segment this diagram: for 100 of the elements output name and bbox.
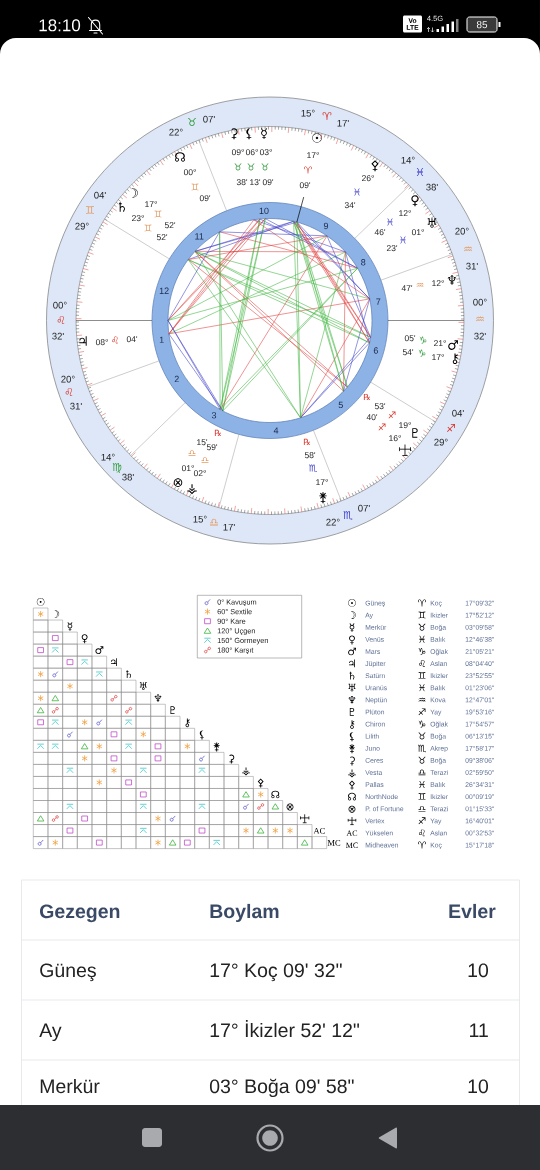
minute-label: 17' [337, 119, 349, 127]
degree-label: 00° [53, 301, 67, 309]
minute-label: 09' [299, 182, 311, 189]
sign-glyph: ♊ [418, 672, 426, 680]
planet-glyph: ☿ [67, 622, 73, 631]
house-number: 8 [361, 259, 366, 266]
longitude-text: 17° İkizler 52' 12" [210, 1020, 359, 1038]
minute-label: 07' [203, 115, 215, 123]
degree-label: 17° [145, 201, 157, 208]
planet-glyph: ☿ [349, 623, 355, 633]
house-number: 9 [323, 222, 329, 230]
sign-glyph: ♎ [418, 805, 426, 812]
minute-label: 04' [452, 409, 464, 417]
point-label: MC [327, 840, 341, 846]
minute-label: 04' [94, 191, 106, 199]
sign-glyph: ♌ [65, 387, 73, 396]
planet-glyph: ⚷ [452, 353, 458, 365]
house-number: 7 [376, 298, 381, 305]
planet-glyph: ⚸ [246, 128, 252, 140]
sign-glyph: ♉ [418, 623, 426, 631]
minute-label: 15' [197, 439, 208, 446]
sign-glyph: ♉ [234, 163, 242, 171]
degree-label: 14° [101, 453, 115, 461]
planet-glyph: ⚳ [349, 756, 355, 766]
longitude-text: 17° Koç 09' 32" [210, 963, 342, 982]
sign-glyph: ♐ [418, 817, 426, 825]
planet-glyph: ⚸ [349, 732, 354, 742]
column-header: Boylam [210, 903, 279, 923]
planet-glyph: ♆ [154, 694, 162, 702]
house-number: 6 [373, 347, 378, 354]
sign-glyph: ♎ [210, 518, 218, 526]
planet-glyph: ⚴ [257, 778, 264, 788]
planet-glyph: ☽ [54, 610, 60, 618]
minute-label: 52' [164, 222, 176, 229]
planet-glyph: ♀ [411, 195, 419, 207]
sign-glyph: ♎ [188, 450, 196, 456]
planet-glyph: ♄ [126, 670, 132, 678]
planet-name: Ay [39, 1023, 62, 1042]
minute-label: 38' [122, 473, 134, 481]
sign-glyph: ♈ [304, 166, 312, 174]
house-number: 4 [273, 427, 279, 434]
planet-glyph: ☿ [261, 128, 267, 139]
sign-glyph: ♌ [57, 315, 65, 324]
degree-label: 29° [75, 222, 89, 230]
point-label: AC [346, 830, 358, 836]
degree-label: 16° [389, 435, 401, 442]
planet-glyph: ☉ [348, 599, 356, 607]
degree-label: 00° [473, 298, 487, 306]
sign-glyph: ♉ [247, 163, 255, 171]
planet-name: Güneş [40, 963, 96, 982]
house-number: 11 [195, 233, 204, 240]
sign-glyph: ♊ [418, 793, 426, 801]
sign-glyph: ♐ [378, 423, 386, 431]
degree-label: 03° [259, 149, 272, 156]
degree-label: 20° [61, 375, 75, 383]
planet-glyph: ♃ [111, 658, 117, 666]
sign-glyph: ♑ [419, 336, 427, 344]
planet-name: Merkür [40, 1078, 100, 1094]
house-number: 2 [174, 375, 179, 383]
sign-glyph: ♓ [419, 684, 425, 692]
house-number: 10 [468, 963, 489, 978]
sign-glyph: ♓ [419, 635, 425, 643]
retrograde-mark: ℞ [303, 438, 311, 446]
sign-glyph: ♊ [418, 611, 426, 619]
sign-glyph: ♉ [261, 163, 269, 171]
planet-glyph: ♆ [348, 695, 356, 704]
sign-glyph: ♌ [419, 660, 425, 667]
minute-label: 53' [374, 403, 386, 410]
column-header: Evler [449, 903, 496, 919]
sign-glyph: ♊ [191, 183, 199, 191]
minute-label: 31' [466, 262, 478, 270]
longitude-text: 03° Boğa 09' 58" [209, 1078, 354, 1098]
sign-glyph: ♉ [418, 756, 426, 764]
planet-glyph: ⚷ [350, 720, 355, 729]
planet-glyph: ♆ [447, 275, 457, 285]
sign-glyph: ♍ [112, 462, 122, 473]
planet-glyph: ⚴ [349, 780, 355, 790]
planet-glyph: ⚴ [371, 160, 379, 172]
sign-glyph: ♒ [418, 697, 426, 702]
retrograde-mark: ℞ [214, 429, 222, 437]
minute-label: 04' [126, 336, 138, 343]
sign-glyph: ♏ [309, 464, 317, 473]
sign-glyph: ♐ [388, 411, 396, 419]
degree-label: 29° [434, 438, 448, 446]
planet-glyph: ♇ [170, 706, 175, 715]
minute-label: 09' [199, 195, 211, 202]
degree-label: 21° [434, 340, 446, 347]
sign-glyph: ♐ [418, 708, 426, 716]
degree-label: 19° [399, 422, 411, 429]
house-number: 5 [338, 401, 343, 409]
degree-label: 09° [231, 149, 244, 156]
sign-glyph: ♎ [201, 457, 209, 463]
planet-glyph: ⚳ [229, 754, 235, 764]
planet-glyph: ⚳ [231, 128, 238, 140]
sign-glyph: ♏ [343, 510, 353, 520]
sign-glyph: ♈ [418, 599, 426, 607]
planet-glyph: ⚶ [242, 767, 250, 776]
sign-glyph: ♌ [112, 336, 118, 344]
sign-glyph: ♊ [154, 210, 162, 218]
planet-glyph: ☽ [131, 188, 138, 198]
